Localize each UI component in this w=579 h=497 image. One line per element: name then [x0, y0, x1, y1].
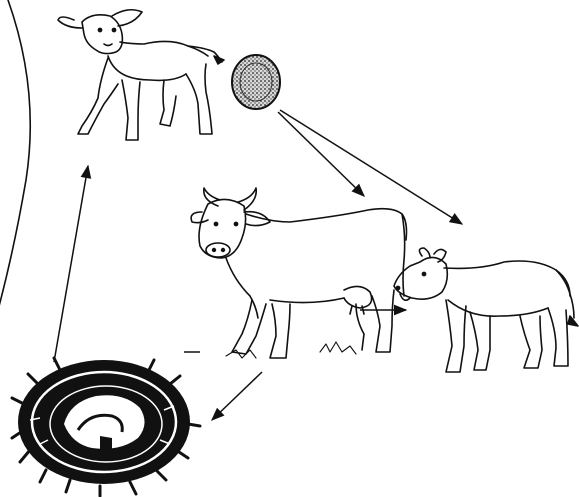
cycle-border-arc — [0, 0, 30, 310]
young-calf-icon — [58, 10, 224, 140]
nursing-calf-icon — [394, 248, 578, 372]
coiled-worm-icon — [12, 358, 200, 496]
arrow-worm-to-calf — [54, 166, 88, 362]
arrow-egg-to-calf — [280, 110, 462, 224]
parasite-egg-icon — [232, 55, 280, 109]
adult-cow-icon — [191, 188, 410, 358]
arrow-cow-to-worm — [212, 372, 262, 420]
